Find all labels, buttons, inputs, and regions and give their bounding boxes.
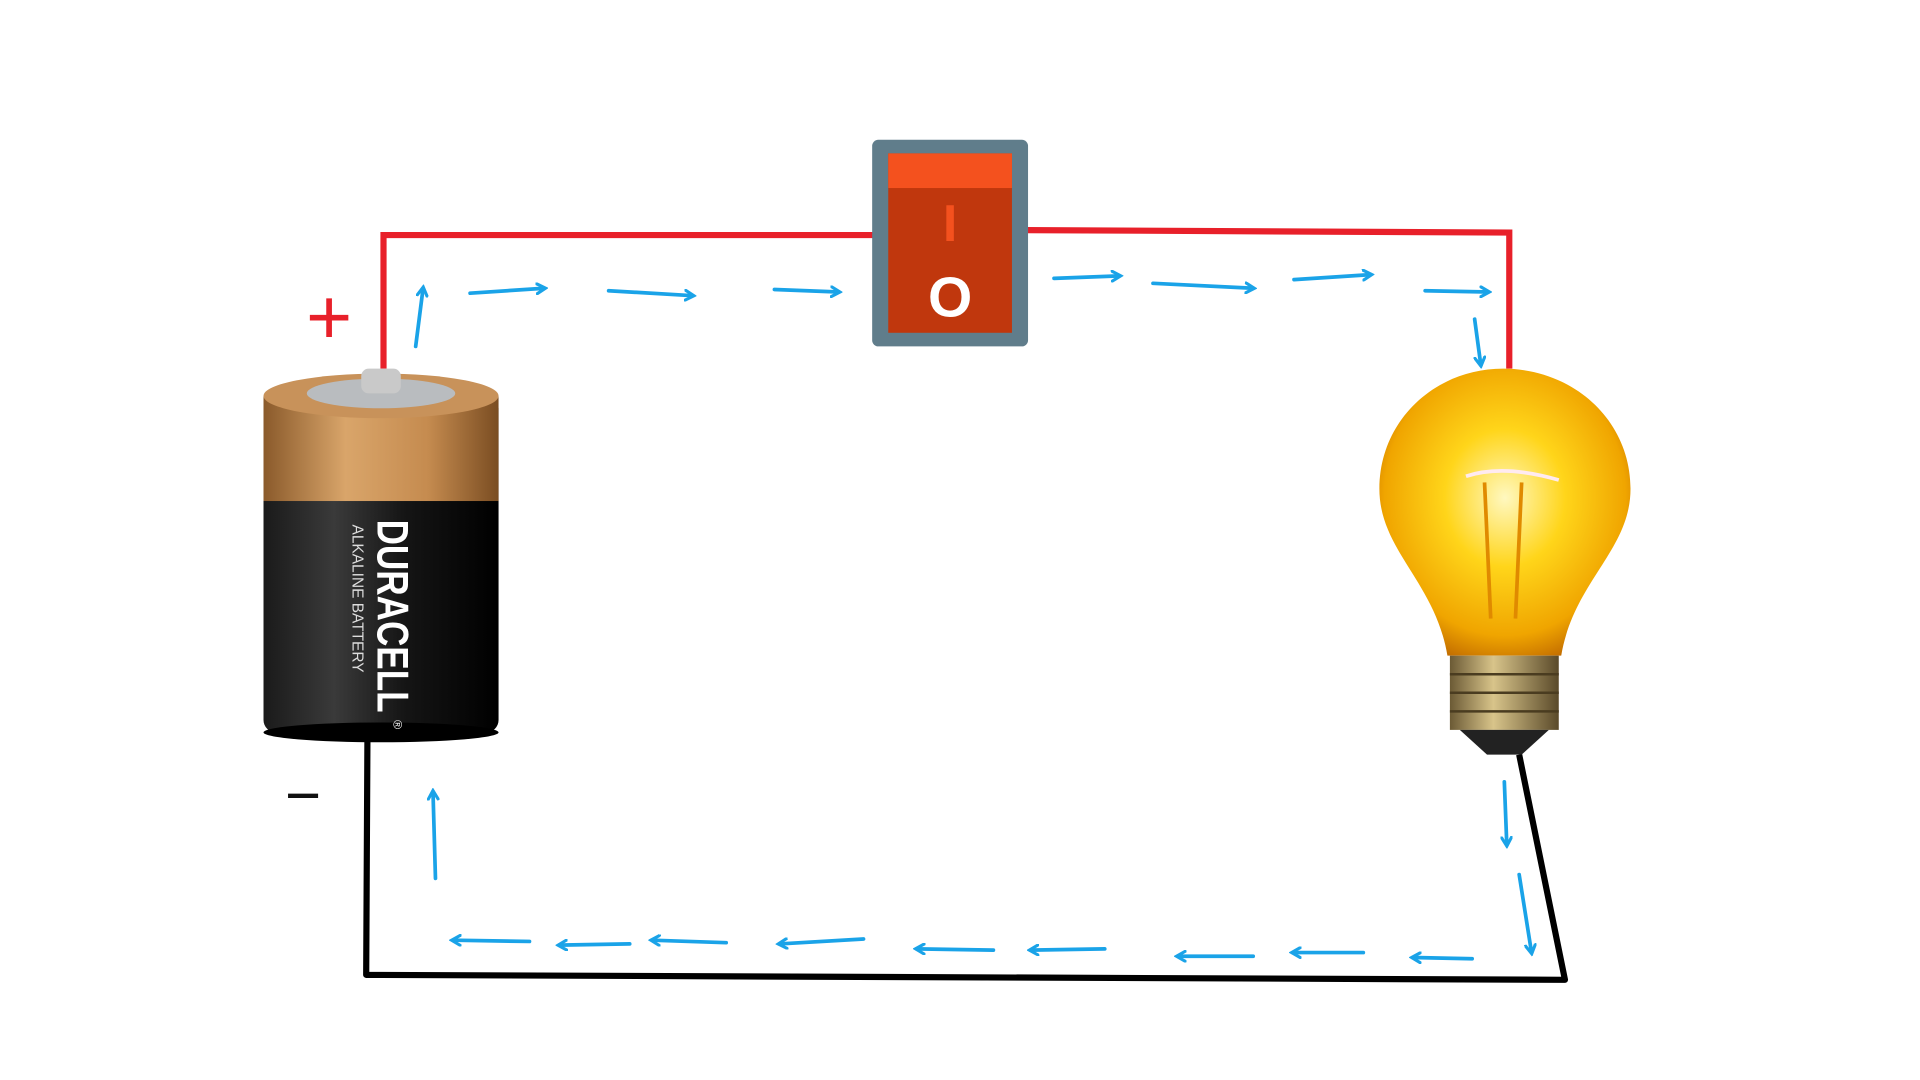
positive-terminal-label: + — [306, 272, 352, 361]
arrow-icon — [1423, 291, 1488, 292]
arrow-icon — [606, 288, 693, 296]
arrow-icon — [1052, 276, 1120, 278]
arrow-icon — [433, 792, 435, 881]
arrow-icon — [652, 940, 729, 942]
negative-terminal-label: − — [285, 761, 321, 830]
arrow-icon — [1413, 958, 1475, 959]
arrow-icon — [413, 288, 423, 349]
arrow-icon — [1292, 275, 1371, 282]
arrow-icon — [1151, 281, 1253, 288]
light-bulb — [1379, 368, 1631, 755]
battery-brand: DURACELL — [367, 520, 416, 713]
arrow-icon — [1504, 780, 1506, 845]
battery: DURACELL ® ALKALINE BATTERY — [263, 368, 499, 743]
positive-wire-to-bulb — [1026, 227, 1513, 369]
battery-subtitle: ALKALINE BATTERY — [349, 525, 366, 673]
rocker-switch[interactable]: I O — [872, 139, 1029, 347]
arrow-icon — [779, 937, 866, 944]
current-flow-arrows — [413, 275, 1532, 959]
arrow-icon — [917, 949, 996, 950]
arrow-icon — [1517, 872, 1531, 953]
arrow-icon — [1472, 317, 1481, 365]
arrow-icon — [468, 288, 544, 296]
battery-registered-mark: ® — [390, 720, 404, 729]
switch-on-label: I — [943, 195, 957, 253]
arrow-icon — [1031, 949, 1107, 950]
arrow-icon — [559, 944, 632, 945]
arrow-icon — [453, 940, 532, 941]
negative-wire — [363, 739, 1569, 983]
arrow-icon — [772, 289, 838, 291]
switch-off-label: O — [928, 266, 972, 330]
positive-wire — [380, 231, 876, 369]
